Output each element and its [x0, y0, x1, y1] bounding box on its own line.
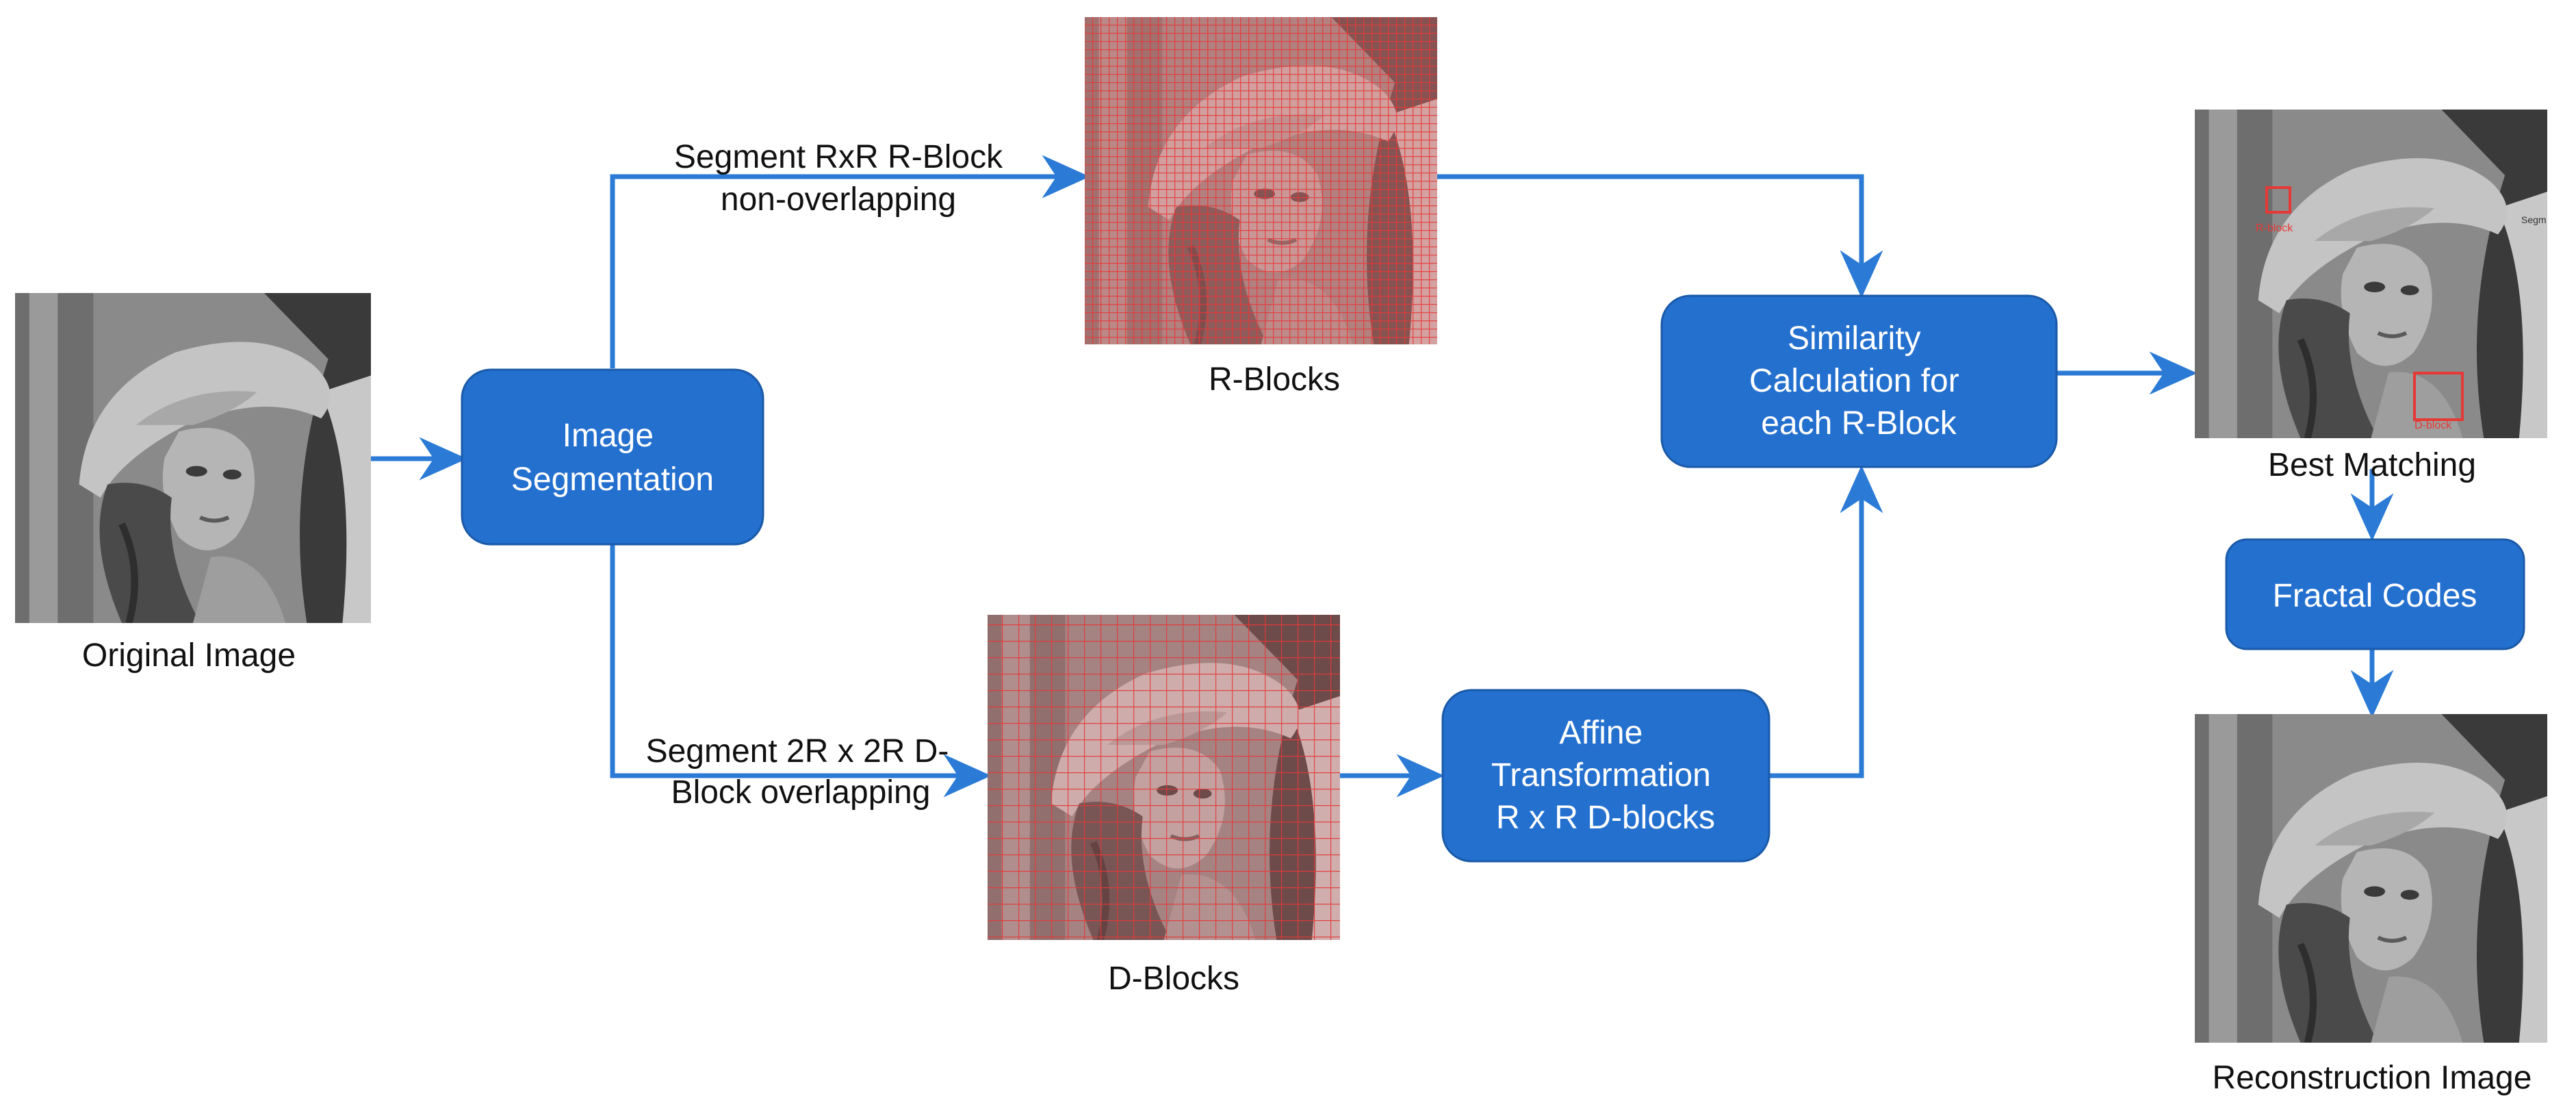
svg-text:Similarity Calculation f: Similarity Calculation for each R-Block — [1749, 320, 1968, 442]
fractal-codes-box: Fractal Codes — [2225, 538, 2525, 650]
reconstruction-image: Reconstruction Image — [2195, 714, 2547, 1096]
r-block-tag: R-block — [2256, 223, 2293, 234]
d-block-marker — [2413, 372, 2464, 421]
d-segment-line-1: Segment 2R x 2R D- — [646, 733, 949, 770]
d-segment-edge-label: Segment 2R x 2R D- Block overlapping — [646, 733, 949, 811]
similarity-line-1: Similarity — [1788, 320, 1921, 357]
svg-text:Affine Transformation: Affine Transformation R x R D-blocks — [1491, 715, 1720, 836]
arrow-affine-to-similarity — [1769, 465, 1883, 778]
d-blocks-label: D-Blocks — [1108, 961, 1239, 997]
best-matching-label: Best Matching — [2268, 447, 2476, 483]
arrow-segmentation-to-dblocks — [610, 544, 992, 798]
r-blocks-image: R-Blocks — [1085, 17, 1437, 398]
similarity-line-2: Calculation for — [1749, 363, 1959, 399]
fractal-codes-text: Fractal Codes — [2273, 578, 2477, 614]
original-image-label: Original Image — [82, 637, 296, 674]
svg-text:Image Segmentation: Image Segmentation — [511, 418, 714, 498]
segmentation-line-1: Image — [563, 418, 654, 454]
r-block-marker — [2265, 186, 2291, 214]
d-blocks-image: D-Blocks — [988, 615, 1340, 997]
side-tag: Segm — [2521, 214, 2547, 225]
r-blocks-label: R-Blocks — [1209, 361, 1340, 398]
affine-line-1: Affine — [1559, 715, 1643, 751]
d-block-tag: D-block — [2414, 420, 2452, 431]
connectors — [370, 155, 2394, 798]
best-matching-image: R-block D-block Segm Best Matching — [2195, 110, 2547, 483]
similarity-calculation-box: Similarity Calculation for each R-Block — [1660, 294, 2058, 468]
similarity-line-3: each R-Block — [1761, 405, 1957, 442]
arrow-segmentation-to-rblocks — [610, 155, 1090, 368]
arrow-rblocks-to-similarity — [1437, 174, 1883, 298]
r-segment-line-1: Segment RxR R-Block — [674, 139, 1003, 175]
affine-line-2: Transformation — [1491, 757, 1711, 793]
r-segment-line-2: non-overlapping — [721, 181, 956, 218]
reconstruction-image-label: Reconstruction Image — [2213, 1060, 2532, 1096]
segmentation-line-2: Segmentation — [511, 461, 714, 498]
r-segment-edge-label: Segment RxR R-Block non-overlapping — [674, 139, 1003, 218]
image-segmentation-box: Image Segmentation — [461, 368, 764, 546]
original-image: Original Image — [15, 293, 371, 674]
affine-line-3: R x R D-blocks — [1496, 800, 1715, 836]
d-segment-line-2: Block overlapping — [671, 774, 931, 811]
affine-transformation-box: Affine Transformation R x R D-blocks — [1441, 689, 1770, 863]
